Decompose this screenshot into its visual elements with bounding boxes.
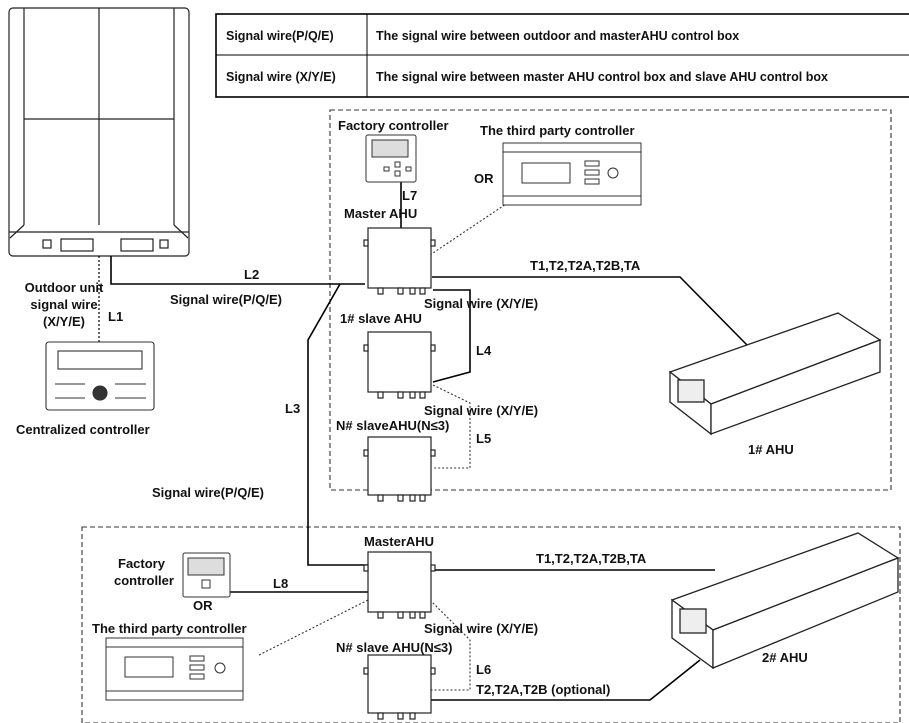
label-slave1-ahu: 1# slave AHU: [340, 311, 422, 326]
factory-controller-bottom: [182, 552, 231, 598]
ahu-unit-1: [668, 312, 882, 436]
label-master-ahu-bottom: MasterAHU: [364, 534, 434, 549]
factory-controller-top: [365, 134, 417, 183]
label-master-ahu-top: Master AHU: [344, 206, 417, 221]
outdoor-unit: [8, 7, 190, 257]
label-ahu1: 1# AHU: [748, 442, 794, 457]
legend-table: Signal wire(P/Q/E) The signal wire betwe…: [215, 13, 909, 98]
ahu-unit-2: [670, 532, 900, 670]
label-l2: L2: [244, 267, 259, 282]
master-ahu-top-box: [363, 227, 436, 295]
label-l3: L3: [285, 401, 300, 416]
outdoor-signal-line1: Outdoor unit: [25, 280, 104, 295]
outdoor-signal-line2: signal wire: [30, 297, 97, 312]
wire-l2: [110, 256, 365, 285]
label-l7: L7: [402, 188, 417, 203]
wire-sensors-top: [432, 276, 748, 346]
label-l4: L4: [476, 343, 492, 358]
label-nslave-bottom: N# slave AHU(N≤3): [336, 640, 452, 655]
legend-row2-desc: The signal wire between master AHU contr…: [376, 70, 828, 84]
bottom-dashed-region: [81, 526, 901, 723]
label-factory-controller-top: Factory controller: [338, 118, 449, 133]
nslave-ahu-bottom-box: [363, 654, 436, 720]
wires: [98, 182, 748, 701]
label-or-top: OR: [474, 171, 494, 186]
label-third-party-bottom: The third party controller: [92, 621, 247, 636]
label-signal-xye-1: Signal wire (X/Y/E): [424, 296, 538, 311]
wire-sensors-optional: [430, 659, 701, 701]
outdoor-signal-line3: (X/Y/E): [43, 314, 85, 329]
label-l5: L5: [476, 431, 491, 446]
label-l1: L1: [108, 309, 123, 324]
legend-row1-key: Signal wire(P/Q/E): [226, 29, 334, 43]
label-signal-pqe-mid: Signal wire(P/Q/E): [152, 485, 264, 500]
label-sensors-optional: T2,T2A,T2B (optional): [476, 682, 610, 697]
label-centralized-controller: Centralized controller: [16, 422, 150, 437]
label-factory-bottom-2: controller: [114, 573, 174, 588]
master-ahu-bottom-box: [363, 551, 436, 619]
label-l8: L8: [273, 576, 288, 591]
third-party-controller-top: [502, 142, 642, 206]
label-or-bottom: OR: [193, 598, 213, 613]
label-factory-bottom-1: Factory: [118, 556, 166, 571]
label-nslave-top: N# slaveAHU(N≤3): [336, 418, 449, 433]
centralized-controller: [45, 341, 155, 411]
wire-l4: [432, 289, 471, 383]
slave1-ahu-box: [363, 331, 436, 399]
label-signal-xye-3: Signal wire (X/Y/E): [424, 621, 538, 636]
dotted-wires: [258, 199, 513, 691]
third-party-controller-bottom: [105, 637, 244, 701]
nslave-ahu-top-box: [363, 436, 436, 502]
label-signal-xye-2: Signal wire (X/Y/E): [424, 403, 538, 418]
label-sensors-top: T1,T2,T2A,T2B,TA: [530, 258, 641, 273]
label-sensors-bottom: T1,T2,T2A,T2B,TA: [536, 551, 647, 566]
labels: Outdoor unit signal wire (X/Y/E) L1 L2 S…: [16, 118, 808, 697]
legend-row2-key: Signal wire (X/Y/E): [226, 70, 336, 84]
label-third-party-top: The third party controller: [480, 123, 635, 138]
label-ahu2: 2# AHU: [762, 650, 808, 665]
legend-row1-desc: The signal wire between outdoor and mast…: [376, 29, 739, 43]
wire-l3: [307, 283, 368, 566]
label-signal-pqe-top: Signal wire(P/Q/E): [170, 292, 282, 307]
label-l6: L6: [476, 662, 491, 677]
